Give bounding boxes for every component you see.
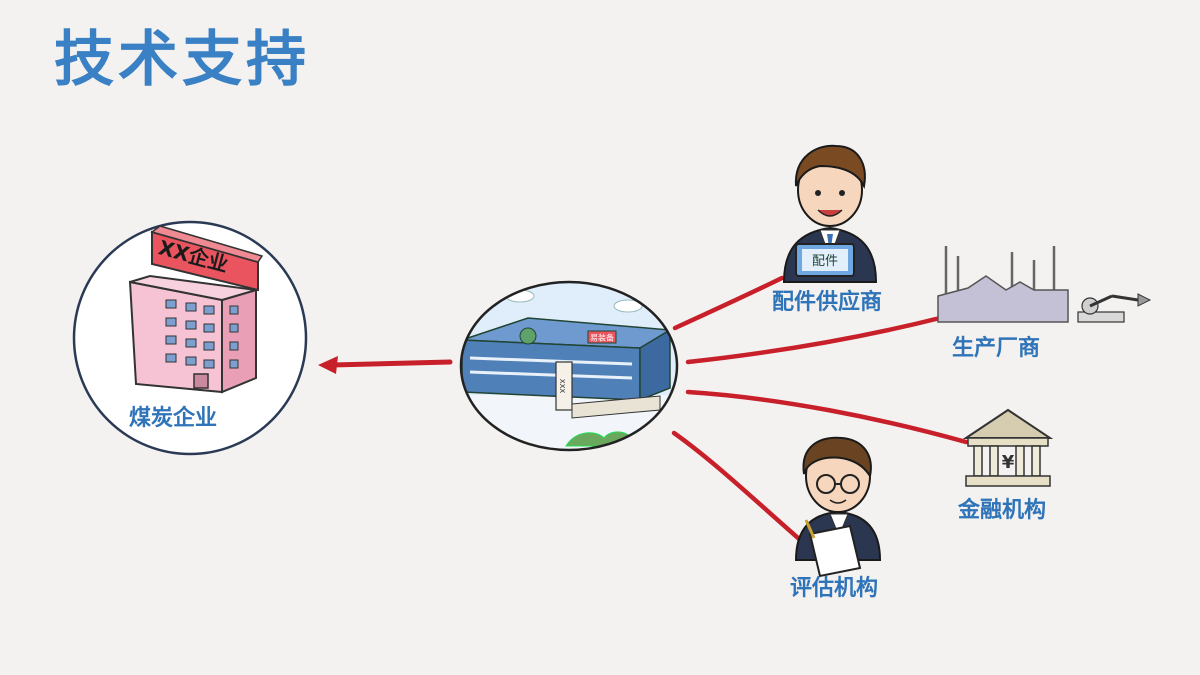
coal-enterprise-label: 煤炭企业 [129, 406, 218, 431]
factory-sign-text: 易装备 [590, 333, 614, 343]
link-evaluation-agency [671, 430, 809, 548]
bank-icon: ¥ [962, 408, 1054, 487]
page-title: 技术支持 [54, 25, 310, 95]
businessman-icon: 配件 [782, 144, 878, 283]
pillar-text: XXX [558, 379, 566, 394]
parts-supplier-label: 配件供应商 [772, 290, 883, 315]
link-parts-supplier [672, 275, 785, 331]
robot-arm-icon [1077, 293, 1152, 323]
arrow-to-coal-enterprise [318, 356, 453, 374]
coal-enterprise-node [72, 220, 308, 456]
evaluation-agency-label: 评估机构 [790, 576, 879, 601]
factory-icon [937, 246, 1152, 323]
financial-institution-label: 金融机构 [958, 498, 1047, 523]
connectors [318, 275, 969, 548]
yuan-badge: ¥ [1002, 452, 1015, 473]
factory-node: 易装备 XXX [459, 280, 679, 452]
manufacturer-label: 生产厂商 [952, 336, 1041, 361]
office-building-icon [128, 225, 264, 394]
link-financial-institution [685, 389, 969, 445]
link-manufacturer [685, 315, 943, 365]
inspector-icon [794, 436, 882, 578]
card-text: 配件 [812, 254, 838, 269]
